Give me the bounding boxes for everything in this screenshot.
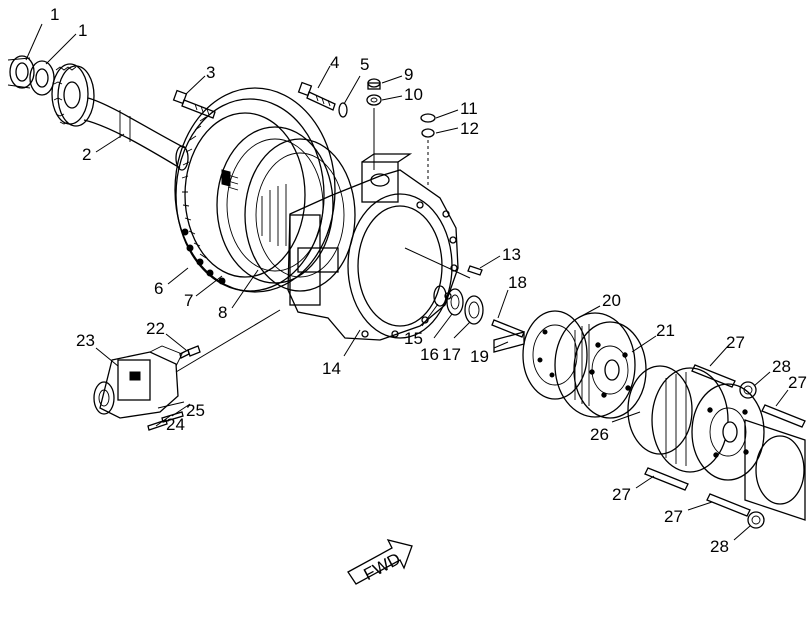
pin-part-27-b	[761, 404, 806, 428]
callout-3: 3	[206, 63, 215, 82]
pin-part-27-d	[706, 493, 751, 517]
callout-28b: 28	[710, 537, 729, 556]
nut-part-28-a	[739, 381, 757, 399]
bolt-part-13	[467, 265, 483, 276]
washer-part-5	[338, 102, 348, 118]
callout-27c: 27	[612, 485, 631, 504]
brake-disc-part-21	[554, 312, 647, 419]
callout-17: 17	[442, 345, 461, 364]
bolt-part-3	[172, 89, 216, 119]
callout-20: 20	[602, 291, 621, 310]
planetary-carrier-part-8	[244, 138, 356, 292]
callout-24: 24	[166, 415, 185, 434]
callout-18: 18	[508, 273, 527, 292]
callout-5: 5	[360, 55, 369, 74]
callout-6: 6	[154, 279, 163, 298]
bolt-part-4	[297, 81, 336, 111]
callout-25: 25	[186, 401, 205, 420]
nut-part-28-b	[747, 511, 765, 529]
callout-8: 8	[218, 303, 227, 322]
callout-14: 14	[322, 359, 341, 378]
bracket-part-19	[493, 331, 525, 353]
seal-part-10	[366, 94, 382, 170]
callout-27a: 27	[726, 333, 745, 352]
callout-27b: 27	[788, 373, 807, 392]
callout-23: 23	[76, 331, 95, 350]
callout-28a: 28	[772, 357, 791, 376]
drive-gear	[51, 63, 95, 127]
washer-part-12	[421, 128, 435, 185]
callout-26: 26	[590, 425, 609, 444]
ring-gear-housing-part-6	[174, 87, 336, 293]
pin-part-27-a	[691, 364, 736, 388]
drive-shaft-part-2	[83, 97, 189, 171]
plug-part-9	[367, 78, 381, 90]
callout-27d: 27	[664, 507, 683, 526]
o-ring-part-15	[433, 285, 447, 307]
callout-1b: 1	[78, 21, 87, 40]
callout-13: 13	[502, 245, 521, 264]
forward-direction-arrow: FWD	[347, 539, 413, 585]
shim-part-17	[464, 295, 484, 325]
brake-disc-stack	[691, 383, 765, 481]
callout-11: 11	[460, 99, 478, 118]
shim-part-16	[446, 288, 464, 316]
callout-2: 2	[82, 145, 91, 164]
pin-part-27-c	[644, 467, 689, 491]
main-housing-part-14	[287, 153, 471, 341]
callout-15: 15	[404, 329, 423, 348]
bolt-part-24	[147, 419, 168, 431]
pin-part-18	[491, 319, 525, 338]
callout-21: 21	[656, 321, 675, 340]
callout-1a: 1	[50, 5, 59, 24]
leader-lines	[25, 23, 789, 541]
end-plate	[744, 419, 806, 521]
callout-labels: 1 1 2 3 4 5 6 7 8 9 10 11 12 13 14 15 16…	[50, 5, 807, 556]
callout-9: 9	[404, 65, 413, 84]
callout-10: 10	[404, 85, 423, 104]
callout-4: 4	[330, 53, 339, 72]
fitting-part-22	[179, 345, 201, 359]
callout-12: 12	[460, 119, 479, 138]
hydraulic-motor-part-23	[93, 309, 281, 419]
hub-part-26	[627, 365, 729, 473]
callout-16: 16	[420, 345, 439, 364]
plug-part-11	[420, 113, 436, 123]
bearing-part-1	[7, 55, 55, 96]
callout-19: 19	[470, 347, 489, 366]
callout-22: 22	[146, 319, 165, 338]
brake-housing-part-20	[522, 310, 588, 400]
callout-7: 7	[184, 291, 193, 310]
